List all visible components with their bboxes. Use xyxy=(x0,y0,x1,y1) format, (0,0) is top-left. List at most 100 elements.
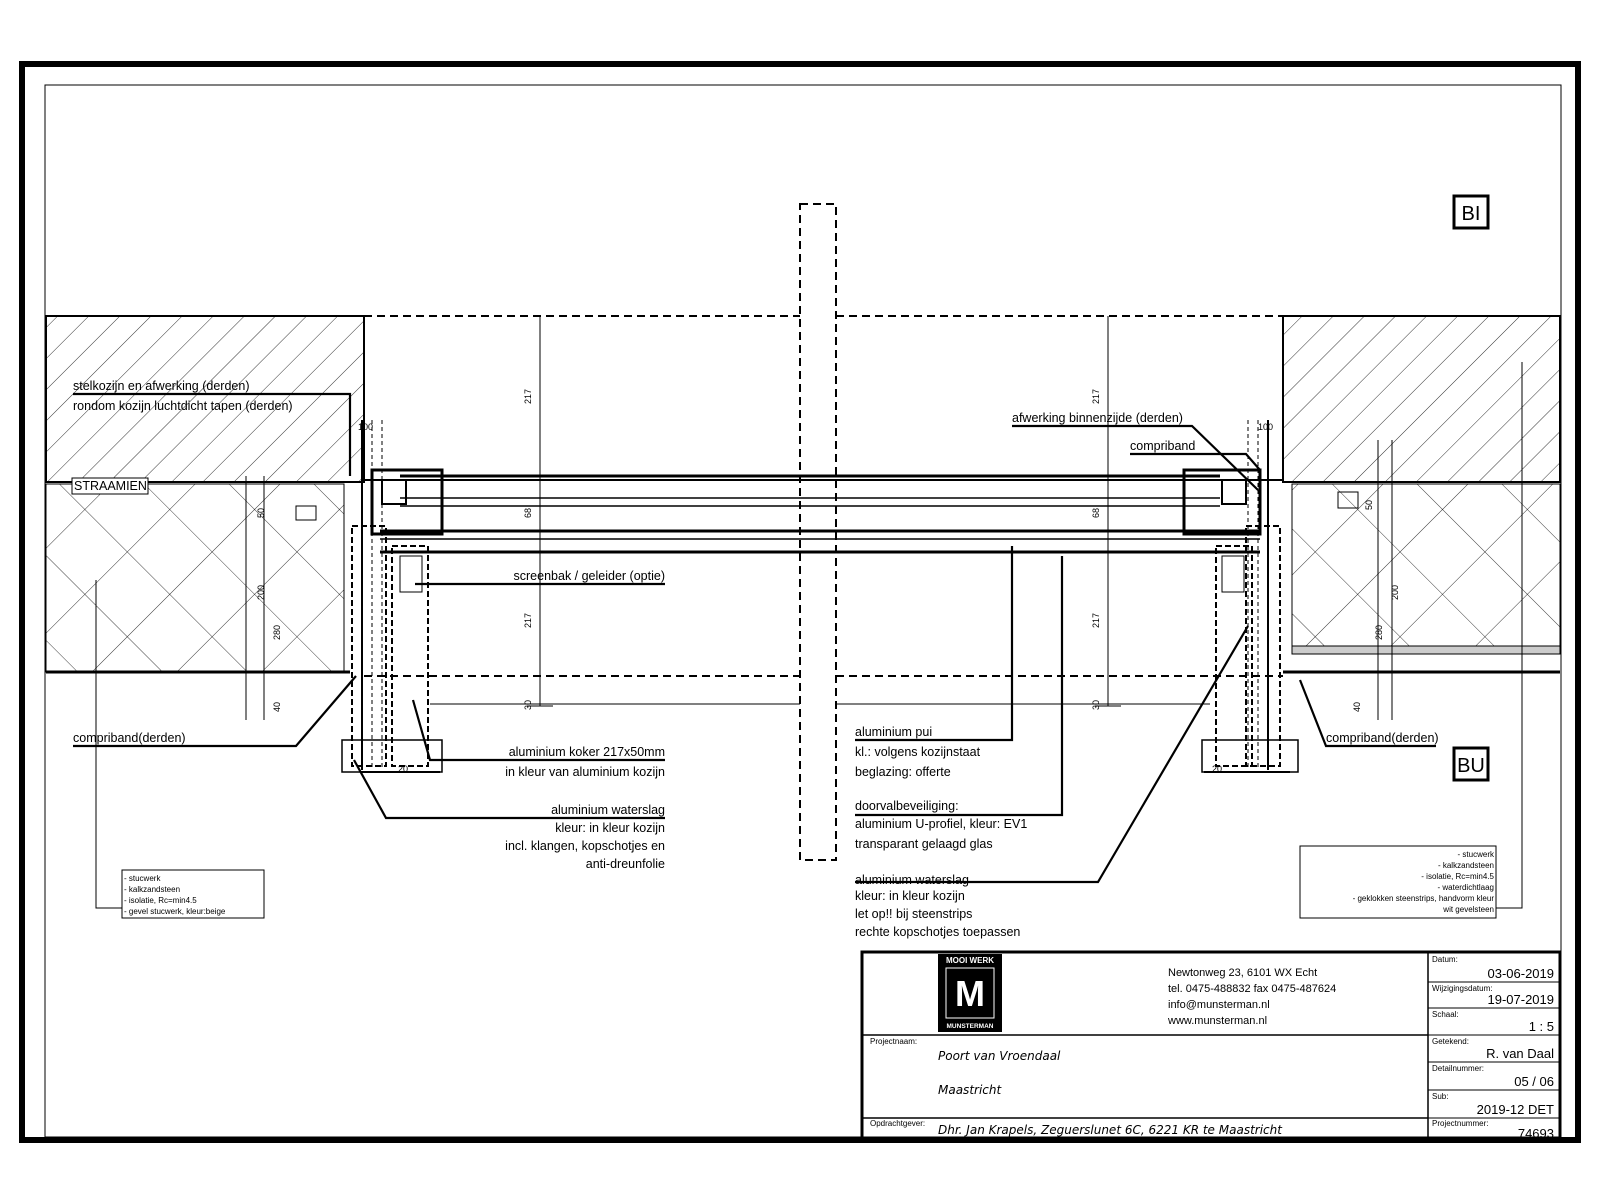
note-stelkozijn: stelkozijn en afwerking (derden) xyxy=(73,379,249,393)
note-waterslag-right-3: let op!! bij steenstrips xyxy=(855,907,972,921)
dim-280-right: 280 xyxy=(1374,625,1384,640)
note-waterslag-right-1: aluminium waterslag xyxy=(855,873,969,887)
note-rondom-tapen: rondom kozijn luchtdicht tapen (derden) xyxy=(73,399,293,413)
note-screenbak: screenbak / geleider (optie) xyxy=(514,569,665,583)
getekend-label: Getekend: xyxy=(1432,1037,1469,1046)
left-frame-cluster xyxy=(341,420,444,773)
sub-label: Sub: xyxy=(1432,1092,1448,1101)
right-wall xyxy=(1282,315,1561,720)
dim-50-left: 50 xyxy=(256,508,266,518)
detail-label: Detailnummer: xyxy=(1432,1064,1484,1073)
frame-profiles xyxy=(362,316,1283,707)
legend-right-item: - geklokken steenstrips, handvorm kleur xyxy=(1353,894,1495,903)
client-name: Dhr. Jan Krapels, Zeguerslunet 6C, 6221 … xyxy=(938,1123,1283,1137)
datum-label: Datum: xyxy=(1432,955,1458,964)
dim-217-top-left: 217 xyxy=(523,389,533,404)
dim-20-right: 20 xyxy=(1212,764,1222,774)
note-waterslag-left-3: incl. klangen, kopschotjes en xyxy=(505,839,665,853)
project-nr-value: 74693 xyxy=(1518,1126,1554,1141)
note-pui-3: beglazing: offerte xyxy=(855,765,951,779)
detail-value: 05 / 06 xyxy=(1514,1074,1554,1089)
dim-100-right: 100 xyxy=(1258,422,1273,432)
legend-right: - stucwerk - kalkzandsteen - isolatie, R… xyxy=(1299,845,1497,919)
logo-top-text: MOOI WERK xyxy=(946,956,994,965)
legend-left-item: - stucwerk xyxy=(124,874,161,883)
legend-right-item: - waterdichtlaag xyxy=(1438,883,1494,892)
dim-68-right: 68 xyxy=(1091,508,1101,518)
marker-outside: BU xyxy=(1452,746,1490,782)
note-koker-2: in kleur van aluminium kozijn xyxy=(505,765,665,779)
note-pui-1: aluminium pui xyxy=(855,725,932,739)
right-frame-cluster xyxy=(1182,420,1299,773)
legend-left-item: - kalkzandsteen xyxy=(124,885,180,894)
project-label: Projectnaam: xyxy=(870,1037,917,1046)
logo-letter: M xyxy=(955,973,985,1014)
dim-68-left: 68 xyxy=(523,508,533,518)
project-name: Poort van Vroendaal xyxy=(938,1049,1061,1063)
note-compriband-right: compriband(derden) xyxy=(1326,731,1439,745)
note-doorval-3: transparant gelaagd glas xyxy=(855,837,993,851)
note-afwerking-binnenzijde: afwerking binnenzijde (derden) xyxy=(1012,411,1183,425)
note-waterslag-right-2: kleur: in kleur kozijn xyxy=(855,889,965,903)
dimension-labels: 217 217 68 30 217 217 68 30 200 280 40 2… xyxy=(256,389,1400,774)
dim-30-right: 30 xyxy=(1091,700,1101,710)
schaal-label: Schaal: xyxy=(1432,1010,1459,1019)
dim-200-right: 200 xyxy=(1390,585,1400,600)
datum-value: 03-06-2019 xyxy=(1488,966,1555,981)
legend-left: - stucwerk - kalkzandsteen - isolatie, R… xyxy=(121,869,265,919)
outer-frame xyxy=(19,61,1581,1143)
note-doorval-2: aluminium U-profiel, kleur: EV1 xyxy=(855,817,1027,831)
left-wall xyxy=(45,315,365,720)
note-waterslag-left-2: kleur: in kleur kozijn xyxy=(555,821,665,835)
logo-bottom-text: MUNSTERMAN xyxy=(947,1023,994,1030)
legend-right-item: - stucwerk xyxy=(1458,850,1495,859)
sub-value: 2019-12 DET xyxy=(1477,1102,1554,1117)
munsterman-logo: MOOI WERK M MUNSTERMAN xyxy=(938,954,1002,1032)
leader-lines xyxy=(73,392,1436,884)
address-line: Newtonweg 23, 6101 WX Echt xyxy=(1168,967,1317,979)
schaal-value: 1 : 5 xyxy=(1529,1019,1554,1034)
note-compriband-left: compriband(derden) xyxy=(73,731,186,745)
legend-left-item: - gevel stucwerk, kleur:beige xyxy=(124,907,226,916)
dim-200-left: 200 xyxy=(256,585,266,600)
dim-50-right: 50 xyxy=(1364,500,1374,510)
note-doorval-1: doorvalbeveiliging: xyxy=(855,799,959,813)
dim-100-left: 100 xyxy=(358,422,373,432)
straamien-box xyxy=(71,477,149,495)
note-waterslag-right-4: rechte kopschotjes toepassen xyxy=(855,925,1020,939)
legend-right-item: wit gevelsteen xyxy=(1442,905,1494,914)
note-pui-2: kl.: volgens kozijnstaat xyxy=(855,745,981,759)
dim-20-left: 20 xyxy=(398,764,408,774)
inner-frame xyxy=(44,84,1562,1138)
legend-right-item: - kalkzandsteen xyxy=(1438,861,1494,870)
address-line: tel. 0475-488832 fax 0475-487624 xyxy=(1168,983,1336,995)
dim-30-left: 30 xyxy=(523,700,533,710)
note-waterslag-left-4: anti-dreunfolie xyxy=(586,857,665,871)
straamien-label: STRAAMIEN xyxy=(74,479,147,493)
wijziging-label: Wijzigingsdatum: xyxy=(1432,984,1492,993)
note-waterslag-left-1: aluminium waterslag xyxy=(551,803,665,817)
dim-217-bottom-right: 217 xyxy=(1091,613,1101,628)
legend-right-item: - isolatie, Rc=min4.5 xyxy=(1421,872,1494,881)
marker-inside-label: BI xyxy=(1462,203,1481,225)
legend-leaders xyxy=(95,362,1523,909)
note-koker-1: aluminium koker 217x50mm xyxy=(509,745,665,759)
legend-left-item: - isolatie, Rc=min4.5 xyxy=(124,896,197,905)
dim-217-bottom-left: 217 xyxy=(523,613,533,628)
marker-outside-label: BU xyxy=(1457,755,1485,777)
project-nr-label: Projectnummer: xyxy=(1432,1119,1488,1128)
wijziging-value: 19-07-2019 xyxy=(1488,992,1555,1007)
dim-40-left: 40 xyxy=(272,702,282,712)
client-label: Opdrachtgever: xyxy=(870,1119,925,1128)
project-city: Maastricht xyxy=(938,1083,1002,1097)
dim-217-top-right: 217 xyxy=(1091,389,1101,404)
getekend-value: R. van Daal xyxy=(1486,1046,1554,1061)
title-block: MOOI WERK M MUNSTERMAN Newtonweg 23, 610… xyxy=(860,950,1562,1141)
dim-40-right: 40 xyxy=(1352,702,1362,712)
address-line: info@munsterman.nl xyxy=(1168,999,1270,1011)
address-line: www.munsterman.nl xyxy=(1167,1015,1267,1027)
dim-280-left: 280 xyxy=(272,625,282,640)
marker-inside: BI xyxy=(1452,194,1490,230)
note-compriband: compriband xyxy=(1130,439,1195,453)
